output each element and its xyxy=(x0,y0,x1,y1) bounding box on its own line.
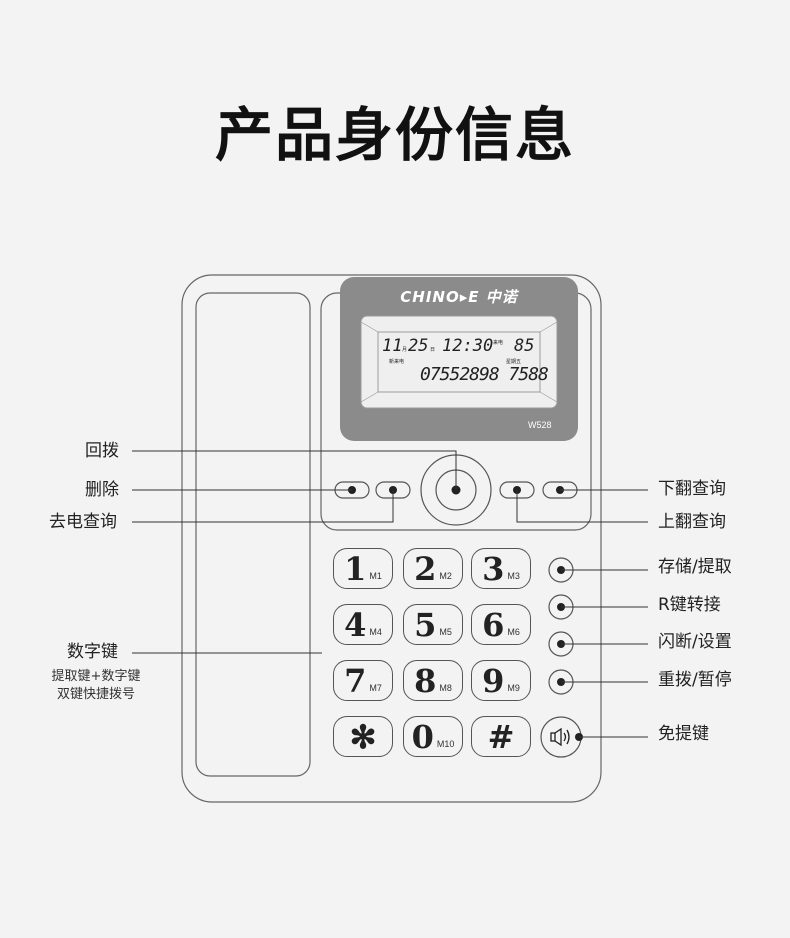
lcd-count: 85 xyxy=(514,336,535,356)
key-9[interactable]: ✻ xyxy=(333,716,393,757)
label-redial: 重拨/暂停 xyxy=(658,670,732,690)
key-memory-label: M1 xyxy=(369,570,382,581)
label-delete: 删除 xyxy=(85,480,119,500)
key-memory-label: M8 xyxy=(439,682,452,693)
lcd-incoming-label: 来电 xyxy=(493,340,504,346)
callout-lines xyxy=(132,450,648,738)
lcd-number: 07552898 7588 xyxy=(420,364,549,385)
key-digit: 4 xyxy=(344,605,367,644)
key-digit: 6 xyxy=(482,605,505,644)
key-memory-label: M5 xyxy=(439,626,452,637)
key-digit: 2 xyxy=(414,549,437,588)
label-page-up: 上翻查询 xyxy=(658,512,726,532)
lcd-month: 11 xyxy=(382,336,403,356)
key-digit: # xyxy=(487,717,515,756)
label-r-transfer: R键转接 xyxy=(658,595,721,615)
label-handsfree: 免提键 xyxy=(658,724,709,744)
label-flash: 闪断/设置 xyxy=(658,632,732,652)
handset xyxy=(195,292,311,777)
key-digit: ✻ xyxy=(349,717,377,756)
lcd-day: 25 xyxy=(408,336,429,356)
key-digit: 8 xyxy=(414,661,437,700)
key-memory-label: M7 xyxy=(369,682,382,693)
key-memory-label: M4 xyxy=(369,626,382,637)
lcd-screen xyxy=(360,315,558,409)
key-memory-label: M9 xyxy=(507,682,520,693)
lcd-weekday: 星期五 xyxy=(506,359,522,365)
key-memory-label: M3 xyxy=(507,570,520,581)
key-digit: 7 xyxy=(344,661,367,700)
label-page-down: 下翻查询 xyxy=(658,479,726,499)
key-11[interactable]: # xyxy=(471,716,531,757)
model-number: W528 xyxy=(528,420,552,430)
lcd-day-unit: 日 xyxy=(430,347,436,353)
label-store: 存储/提取 xyxy=(658,557,732,577)
number-keys-note-2: 双键快捷拨号 xyxy=(56,687,135,702)
page-title: 产品身份信息 xyxy=(214,101,575,169)
key-memory-label: M2 xyxy=(439,570,452,581)
key-digit: 0 xyxy=(411,717,434,756)
brand-logo: CHINO▸E 中诺 xyxy=(400,288,518,306)
number-keys-note-1: 提取键+数字键 xyxy=(51,669,141,684)
key-digit: 5 xyxy=(414,605,437,644)
label-callback: 回拨 xyxy=(85,441,119,461)
label-number-keys: 数字键 xyxy=(67,642,118,662)
lcd-time: 12:30 xyxy=(442,336,494,356)
phone-body xyxy=(181,274,602,803)
speaker-icon xyxy=(550,727,570,747)
key-memory-label: M6 xyxy=(507,626,520,637)
key-digit: 3 xyxy=(482,549,505,588)
lcd-month-unit: 月 xyxy=(402,347,408,353)
key-digit: 1 xyxy=(344,549,367,588)
lcd-new-call-label: 新来电 xyxy=(389,359,405,365)
key-memory-label: M10 xyxy=(436,738,455,749)
key-digit: 9 xyxy=(482,661,505,700)
label-outgoing-query: 去电查询 xyxy=(49,512,117,532)
